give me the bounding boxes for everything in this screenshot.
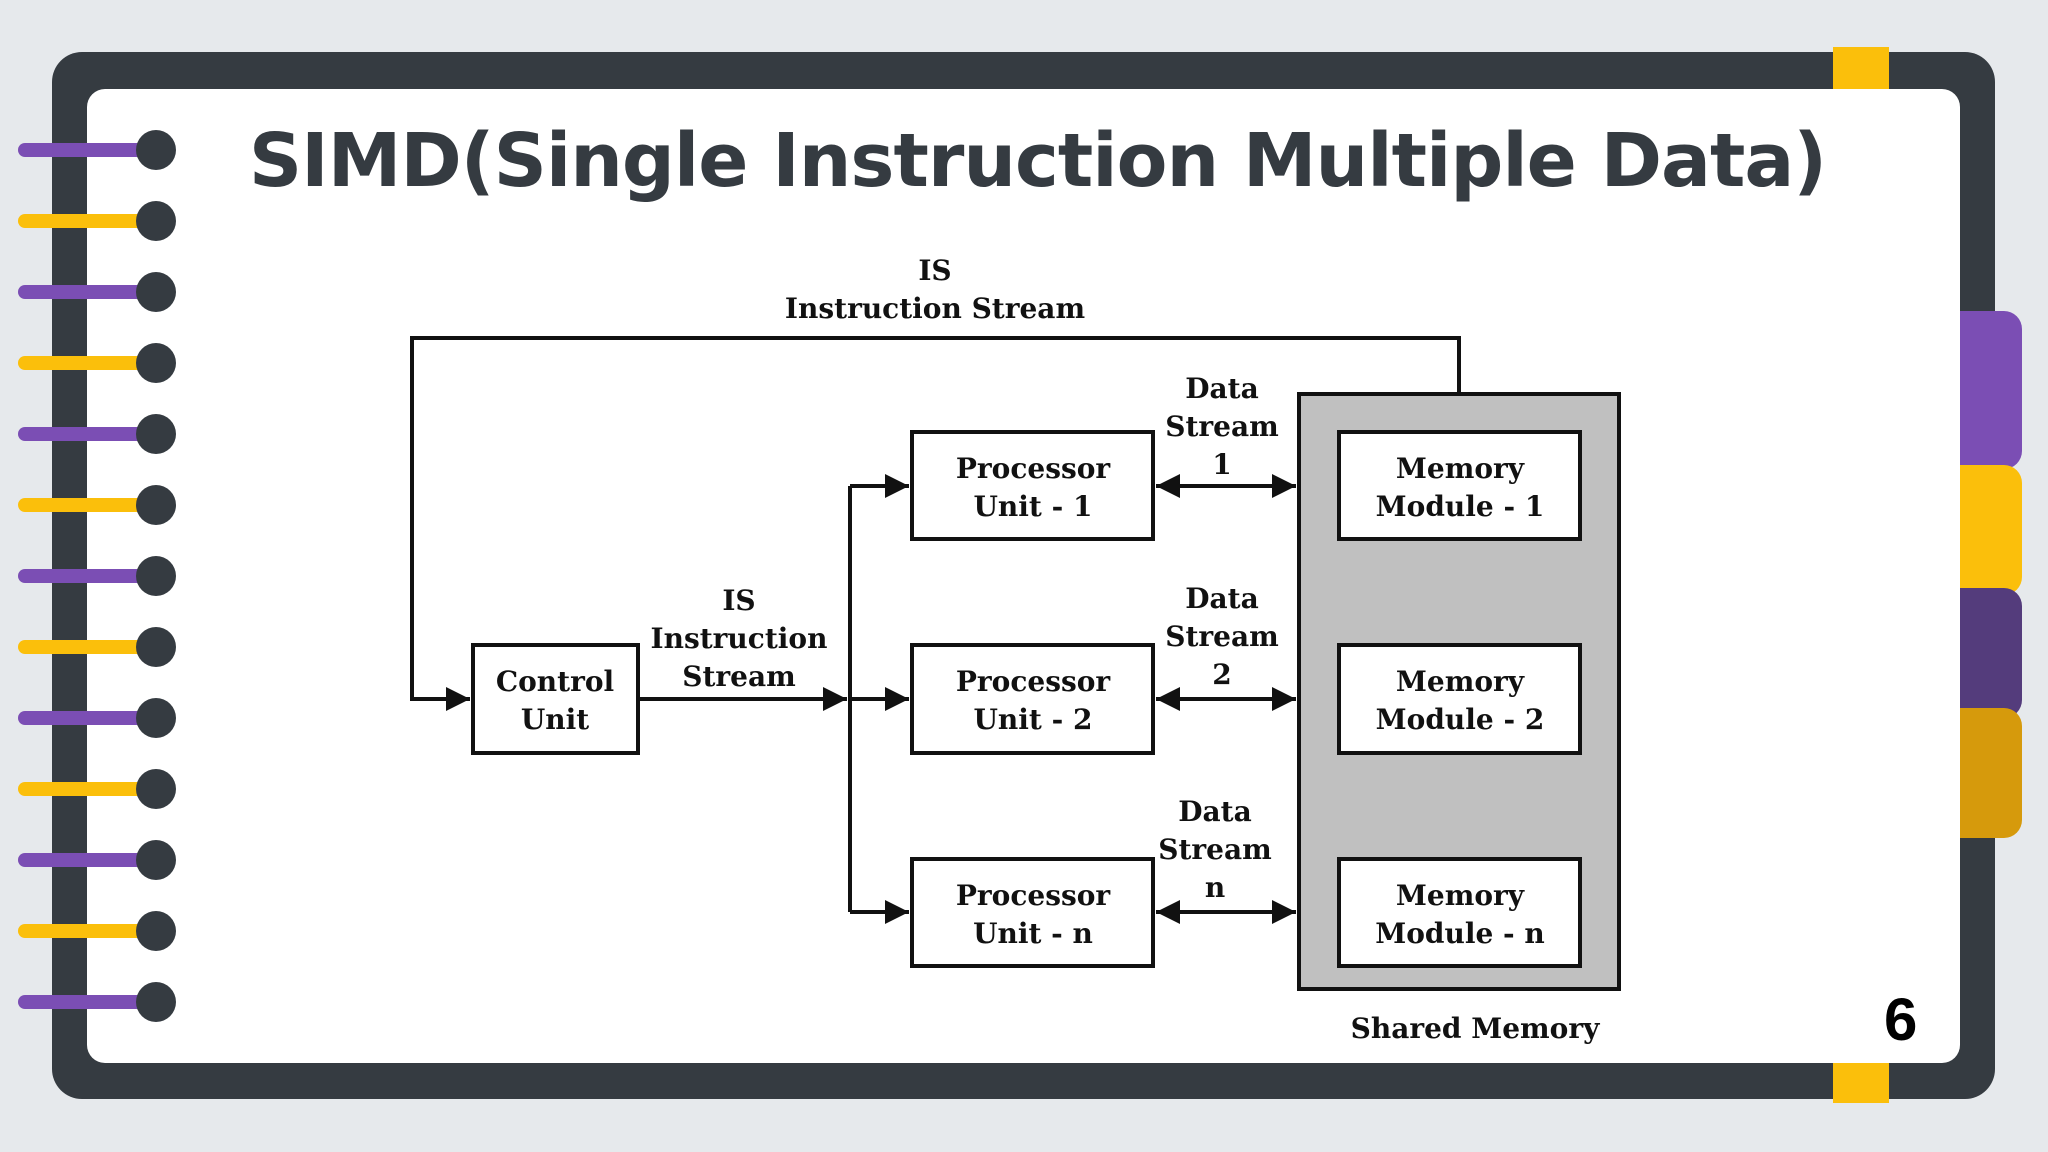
- binding-ring-bar: [18, 498, 148, 512]
- shared-memory-label: Shared Memory: [1351, 1012, 1600, 1045]
- memory-module-n-label-2: Module - n: [1375, 917, 1545, 950]
- side-tab-1[interactable]: [1960, 311, 2022, 469]
- binding-hole: [136, 130, 176, 170]
- processor-unit-2-box: [910, 643, 1155, 755]
- binding-hole: [136, 556, 176, 596]
- binding-ring-bar: [18, 285, 148, 299]
- binding-ring-bar: [18, 640, 148, 654]
- instruction-stream-feedback-arrow: [410, 336, 1461, 711]
- top-is-abbr: IS: [918, 254, 951, 287]
- binding-hole: [136, 414, 176, 454]
- mid-is-abbr: IS: [722, 584, 755, 617]
- processor-unit-2-label-2: Unit - 2: [974, 703, 1093, 736]
- binding-ring-bar: [18, 782, 148, 796]
- binding-hole: [136, 627, 176, 667]
- binding-ring-bar: [18, 711, 148, 725]
- memory-module-2-label-2: Module - 2: [1376, 703, 1545, 736]
- binding-hole: [136, 982, 176, 1022]
- binding-ring: [18, 199, 176, 243]
- slide-title: SIMD(Single Instruction Multiple Data): [248, 118, 1827, 204]
- top-instruction-stream-label: Instruction Stream: [785, 292, 1085, 325]
- memory-module-1-label-1: Memory: [1396, 452, 1525, 485]
- binding-ring: [18, 128, 176, 172]
- binding-ring-bar: [18, 427, 148, 441]
- binding-ring-bar: [18, 924, 148, 938]
- binding-ring-bar: [18, 356, 148, 370]
- data-stream-2-label-2: Stream: [1165, 620, 1279, 653]
- data-stream-2-label-3: 2: [1212, 658, 1231, 691]
- page-number: 6: [1884, 986, 1918, 1053]
- binding-ring-bar: [18, 995, 148, 1009]
- memory-module-n-label-1: Memory: [1396, 879, 1525, 912]
- processor-unit-2-label-1: Processor: [956, 665, 1112, 698]
- processor-unit-n-label-2: Unit - n: [973, 917, 1093, 950]
- binding-ring: [18, 980, 176, 1024]
- side-tab-3[interactable]: [1960, 588, 2022, 718]
- data-stream-n-label-2: Stream: [1158, 833, 1272, 866]
- control-unit-box: [471, 643, 640, 755]
- processor-unit-1-label-2: Unit - 1: [974, 490, 1093, 523]
- memory-module-2-label-1: Memory: [1396, 665, 1525, 698]
- processor-unit-n-box: [910, 857, 1155, 968]
- binding-ring: [18, 909, 176, 953]
- data-stream-1-label-1: Data: [1185, 372, 1259, 405]
- memory-module-1-box: [1337, 430, 1582, 541]
- side-tab-4[interactable]: [1960, 708, 2022, 838]
- binding-ring-bar: [18, 853, 148, 867]
- binding-ring-bar: [18, 214, 148, 228]
- binding-hole: [136, 272, 176, 312]
- binding-ring: [18, 767, 176, 811]
- binding-ring: [18, 625, 176, 669]
- data-stream-n-label-3: n: [1205, 871, 1225, 904]
- processor-unit-1-box: [910, 430, 1155, 541]
- memory-module-1-label-2: Module - 1: [1376, 490, 1545, 523]
- binding-hole: [136, 769, 176, 809]
- binding-ring: [18, 838, 176, 882]
- processor-unit-1-label-1: Processor: [956, 452, 1112, 485]
- binding-hole: [136, 840, 176, 880]
- binding-hole: [136, 201, 176, 241]
- binding-hole: [136, 911, 176, 951]
- binding-ring: [18, 341, 176, 385]
- memory-module-n-box: [1337, 857, 1582, 968]
- binding-hole: [136, 485, 176, 525]
- data-stream-n-label-1: Data: [1178, 795, 1252, 828]
- data-stream-2-label-1: Data: [1185, 582, 1259, 615]
- mid-instruction-label: Instruction: [651, 622, 828, 655]
- data-stream-1-label-3: 1: [1212, 448, 1231, 481]
- control-unit-label-2: Unit: [521, 703, 589, 736]
- binding-ring: [18, 412, 176, 456]
- side-tab-2[interactable]: [1960, 465, 2022, 595]
- data-stream-1-label-2: Stream: [1165, 410, 1279, 443]
- binding-ring-bar: [18, 143, 148, 157]
- binding-hole: [136, 698, 176, 738]
- binding-ring-bar: [18, 569, 148, 583]
- binding-ring: [18, 270, 176, 314]
- control-unit-label-1: Control: [496, 665, 614, 698]
- binding-hole: [136, 343, 176, 383]
- bookmark-ribbon-top: [1833, 47, 1889, 89]
- binding-ring: [18, 554, 176, 598]
- processor-unit-n-label-1: Processor: [956, 879, 1112, 912]
- bookmark-ribbon-bottom: [1833, 1062, 1889, 1103]
- memory-module-2-box: [1337, 643, 1582, 755]
- mid-stream-label: Stream: [682, 660, 796, 693]
- binding-ring: [18, 696, 176, 740]
- binding-ring: [18, 483, 176, 527]
